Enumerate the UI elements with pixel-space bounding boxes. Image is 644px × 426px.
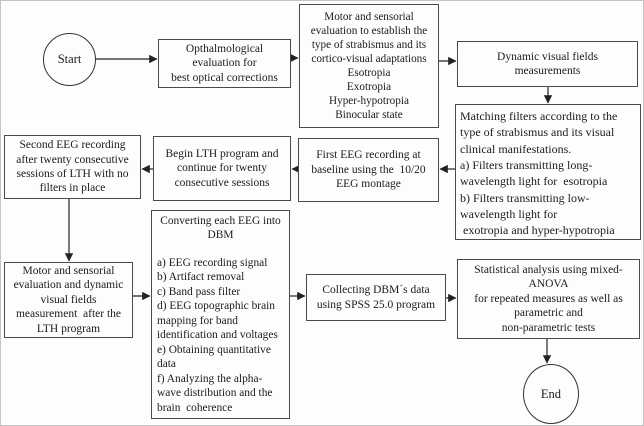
- end-label: End: [540, 386, 562, 401]
- node-begin-lth-program: Begin LTH program and continue for twent…: [153, 136, 291, 201]
- node-post-lth-evaluation: Motor and sensorial evaluation and dynam…: [4, 262, 133, 338]
- node-converting-eeg-to-dbm: Converting each EEG into DBM a) EEG reco…: [151, 210, 290, 419]
- node-motor-sensorial-evaluation: Motor and sensorial evaluation to establ…: [299, 4, 439, 128]
- node-converting-eeg-heading: Converting each EEG into DBM: [160, 215, 281, 242]
- node-statistical-analysis-text: Statistical analysis using mixed- ANOVA …: [474, 263, 623, 334]
- node-ophthalmological-evaluation: Opthalmological evaluation for best opti…: [158, 39, 291, 88]
- start-terminator: Start: [43, 33, 96, 86]
- node-dynamic-visual-fields-text: Dynamic visual fields measurements: [497, 50, 598, 77]
- node-ophthalmological-evaluation-text: Opthalmological evaluation for best opti…: [171, 42, 278, 84]
- end-terminator: End: [523, 364, 579, 424]
- node-statistical-analysis: Statistical analysis using mixed- ANOVA …: [457, 259, 640, 339]
- node-matching-filters: Matching filters according to the type o…: [455, 104, 641, 240]
- node-dynamic-visual-fields: Dynamic visual fields measurements: [457, 41, 638, 87]
- node-collecting-dbm-data-text: Collecting DBM´s data using SPSS 25.0 pr…: [316, 284, 436, 311]
- node-second-eeg-recording: Second EEG recording after twenty consec…: [4, 135, 141, 199]
- node-matching-filters-text: Matching filters according to the type o…: [460, 109, 618, 238]
- node-post-lth-evaluation-text: Motor and sensorial evaluation and dynam…: [13, 264, 124, 335]
- node-first-eeg-recording-text: First EEG recording at baseline using th…: [311, 149, 426, 191]
- node-first-eeg-recording: First EEG recording at baseline using th…: [298, 138, 439, 202]
- node-collecting-dbm-data: Collecting DBM´s data using SPSS 25.0 pr…: [306, 274, 446, 321]
- node-begin-lth-program-text: Begin LTH program and continue for twent…: [165, 147, 279, 189]
- node-motor-sensorial-evaluation-text: Motor and sensorial evaluation to establ…: [310, 10, 428, 122]
- start-label: Start: [57, 52, 82, 66]
- node-second-eeg-recording-text: Second EEG recording after twenty consec…: [16, 139, 129, 195]
- node-converting-eeg-steps: a) EEG recording signal b) Artifact remo…: [157, 256, 278, 414]
